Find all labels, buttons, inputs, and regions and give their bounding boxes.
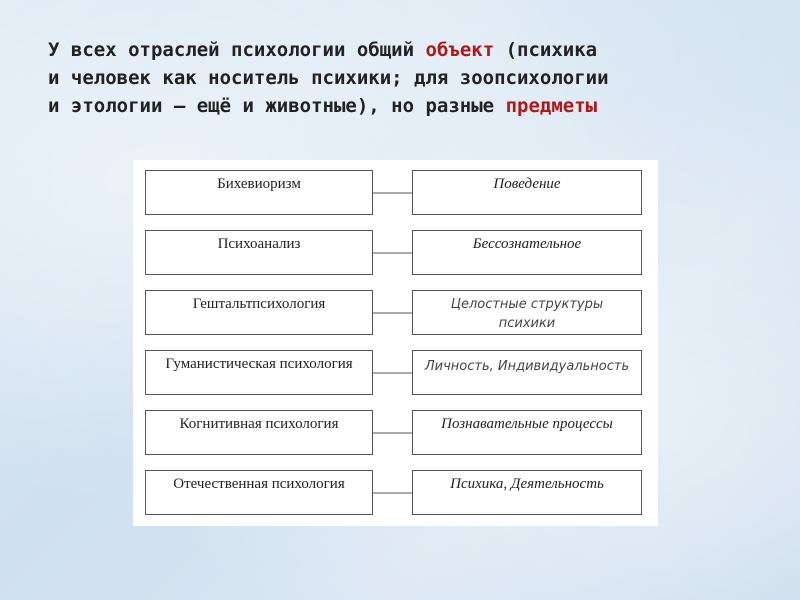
branch-label: Отечественная психология [173,476,345,492]
branch-box: Бихевиоризм [145,170,373,215]
branch-box: Отечественная психология [145,470,373,515]
subject-box: Психика, Деятельность [412,470,642,515]
heading-line-2: и человек как носитель психики; для зооп… [48,67,609,89]
branch-label: Гештальтпсихология [192,296,326,312]
slide-heading: У всех отраслей психологии общий объект … [48,36,768,120]
branch-box: Гуманистическая психология [145,350,373,395]
subject-label: Поведение [493,176,561,192]
heading-text-1: У всех отраслей психологии общий [48,39,426,61]
branch-label: Бихевиоризм [217,176,301,192]
heading-text-3: и этологии – ещё и животные), но разные [48,95,506,117]
heading-text-2: (психика [494,39,598,61]
diagram-panel [133,160,658,526]
subject-label: Бессознательное [472,236,582,252]
subject-label: Личность, Индивидуальность [424,359,630,374]
subject-label: Психика, Деятельность [450,476,604,492]
heading-subject-word: предметы [505,95,598,117]
heading-line-3: и этологии – ещё и животные), но разные … [48,92,768,120]
heading-line-1: У всех отраслей психологии общий объект … [48,36,768,64]
branch-box: Психоанализ [145,230,373,275]
subject-label: Познавательные процессы [441,416,613,432]
branch-box: Гештальтпсихология [145,290,373,335]
branch-label: Гуманистическая психология [165,356,353,372]
subject-label: Целостные структуры психики [450,297,604,331]
subject-box: Бессознательное [412,230,642,275]
subject-box: Поведение [412,170,642,215]
branch-label: Когнитивная психология [179,416,339,432]
subject-box: Личность, Индивидуальность [412,350,642,395]
subject-box: Целостные структуры психики [412,290,642,335]
branch-box: Когнитивная психология [145,410,373,455]
subject-box: Познавательные процессы [412,410,642,455]
branch-label: Психоанализ [217,236,301,252]
heading-object-word: объект [425,39,495,61]
